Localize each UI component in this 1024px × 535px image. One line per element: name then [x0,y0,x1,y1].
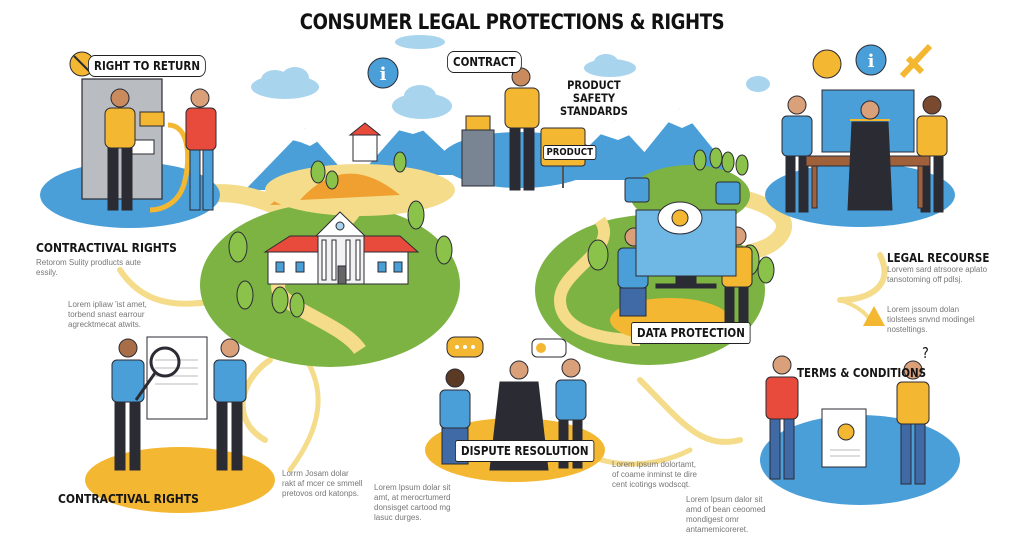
right-to-return-label: RIGHT TO RETURN [88,55,206,77]
info-icon [367,57,399,89]
link-icon [715,181,741,205]
legal-recourse-heading: LEGAL RECOURSE [887,251,990,265]
terms-note-left: Lorem ipsum dolortamt, of coame inminst … [612,460,697,489]
product-sign-label: PRODUCT [543,145,597,160]
dispute-resolution-note-right: Lorem lpsum dolar sit amt, at merocrtume… [374,483,451,522]
legal-recourse-text: Lorvem sard atrsoore aplato tansotoming … [887,265,988,284]
contractival-rights-text: Retorom Sulity prodlucts aute essily. [36,258,141,277]
house-icon [348,122,382,162]
warning-icon [863,306,885,326]
info-icon [855,44,887,76]
terms-note-right: Lorem lpsum dalor sit amd of bean ceoome… [686,495,766,534]
courthouse-icon [263,211,420,285]
contractival-rights-note: Lorem ipliaw 'ist amet, torbend snast ea… [68,300,147,329]
legal-recourse-note: Lorem jssoum dolan tiolstees snvnd modin… [887,305,975,334]
product-safety-line: STANDARDS [560,104,628,118]
question-mark-icon: ? [922,344,929,362]
courtroom-illustration [805,89,931,211]
person-icon [104,67,948,485]
dispute-resolution-note-left: Lorrm Josam dolar rakt af mcer ce smmell… [282,469,363,498]
contractival-rights-heading: CONTRACTIVAL RIGHTS [36,240,177,255]
page-title: CONSUMER LEGAL PROTECTIONS & RIGHTS [299,10,725,34]
data-protection-label: DATA PROTECTION [631,322,751,344]
product-safety-heading: PRODUCT SAFETY STANDARDS [560,79,628,118]
cloud-icon [251,35,770,119]
network-icon [812,49,842,79]
document-magnifier-icon [134,336,208,420]
tree-icon [228,147,775,318]
contractival-rights-bottom-heading: CONTRACTIVAL RIGHTS [58,491,199,506]
recycle-icon [624,177,650,203]
product-safety-line: PRODUCT [567,78,621,92]
product-safety-line: SAFETY [572,91,616,105]
contract-bubble: CONTRACT [447,51,522,73]
svg-text:i: i [868,51,875,72]
monitor-illustration [635,201,737,289]
svg-text:i: i [380,64,387,85]
terms-conditions-label: TERMS & CONDITIONS [797,366,927,380]
terms-document-icon [821,408,867,468]
dispute-resolution-label: DISPUTE RESOLUTION [455,440,595,462]
gavel-arrow-icon [899,43,933,79]
